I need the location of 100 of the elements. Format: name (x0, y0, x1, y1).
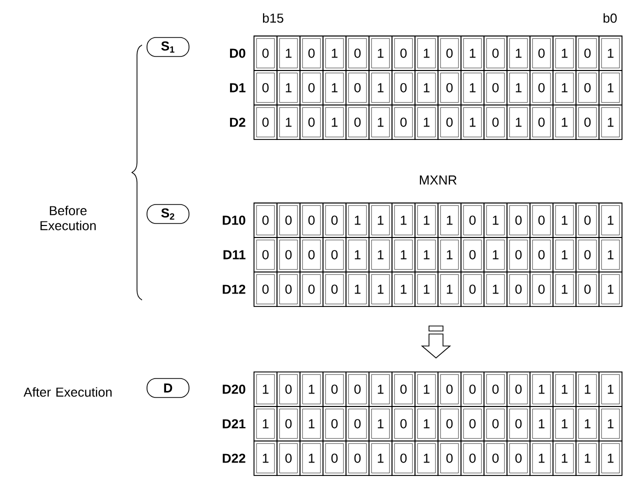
bit-cell: 0 (438, 104, 462, 140)
bit-cell: 1 (368, 237, 392, 272)
register-label: D0 (230, 48, 246, 58)
bit-cell: 0 (530, 237, 554, 272)
register-label: D21 (222, 419, 246, 428)
register-label: D1 (230, 83, 246, 92)
bit-cell: 1 (438, 237, 462, 272)
bit-cell: 1 (346, 237, 370, 272)
bit-cell: 0 (438, 440, 462, 476)
bit-cell: 0 (392, 406, 416, 442)
bit-cell: 0 (576, 202, 600, 238)
bit-cell: 1 (254, 440, 278, 476)
register-label: D10 (222, 216, 246, 225)
bit-cell: 1 (254, 372, 278, 407)
bit-cell: 1 (530, 372, 554, 407)
bit-cell: 1 (552, 406, 576, 442)
bit-cell: 1 (414, 372, 438, 407)
bit-cell: 1 (438, 272, 462, 307)
bit-cell: 1 (598, 372, 622, 407)
bit-cell: 0 (276, 237, 300, 272)
bit-cell: 0 (322, 372, 346, 407)
bit-cell: 0 (484, 406, 508, 442)
bit-cell: 0 (322, 272, 346, 307)
bit-cell: 0 (392, 70, 416, 106)
bit-cell: 1 (552, 440, 576, 476)
bit-cell: 0 (506, 372, 530, 407)
bit-cell: 0 (506, 440, 530, 476)
bit-cell: 0 (346, 406, 370, 442)
bit-cell: 0 (506, 406, 530, 442)
bit-cell: 0 (530, 272, 554, 307)
bit-cell: 1 (414, 70, 438, 106)
bit-cell: 1 (484, 272, 508, 307)
bit-cell: 0 (346, 104, 370, 140)
bit-cell: 1 (392, 202, 416, 238)
bit-cell: 1 (484, 202, 508, 238)
bit-cell: 1 (368, 372, 392, 407)
bit-cell: 1 (552, 372, 576, 407)
bit-cell: 0 (438, 372, 462, 407)
bit-cell: 1 (368, 406, 392, 442)
bit-cell: 1 (598, 36, 622, 71)
bit-cell: 0 (254, 36, 278, 71)
bit-cell: 0 (438, 406, 462, 442)
bit-cell: 0 (460, 372, 484, 407)
bit-cell: 1 (506, 70, 530, 106)
bit-cell: 0 (392, 372, 416, 407)
bit-cell: 0 (438, 36, 462, 71)
bit-cell: 0 (254, 272, 278, 307)
bit-cell: 1 (414, 104, 438, 140)
bit-cell: 0 (530, 70, 554, 106)
bit-cell: 0 (300, 36, 324, 71)
bit-cell: 0 (506, 237, 530, 272)
bit-cell: 1 (598, 202, 622, 238)
bit-cell: 0 (254, 202, 278, 238)
bit-cell: 0 (276, 372, 300, 407)
bit-cell: 0 (484, 70, 508, 106)
bit-cell: 1 (276, 36, 300, 71)
bit-cell: 0 (460, 237, 484, 272)
bit-cell: 1 (368, 202, 392, 238)
bit-cell: 1 (576, 440, 600, 476)
bit-cell: 1 (346, 202, 370, 238)
bit-cell: 1 (368, 440, 392, 476)
bit-cell: 1 (276, 70, 300, 106)
bit-cell: 0 (346, 36, 370, 71)
bit-cell: 1 (414, 237, 438, 272)
state-label: After Execution (24, 387, 112, 397)
bit-cell: 0 (460, 440, 484, 476)
bit-cell: 0 (484, 372, 508, 407)
bit-cell: 0 (300, 202, 324, 238)
bit-cell: 1 (552, 237, 576, 272)
register-label: D22 (222, 454, 246, 463)
bit-cell: 0 (322, 237, 346, 272)
bit-cell: 1 (460, 104, 484, 140)
bit-cell: 0 (460, 406, 484, 442)
bit-cell: 1 (506, 104, 530, 140)
bit-cell: 1 (276, 104, 300, 140)
bit-cell: 1 (438, 202, 462, 238)
bit-cell: 1 (300, 406, 324, 442)
bit-cell: 0 (276, 440, 300, 476)
bit-cell: 0 (254, 104, 278, 140)
bit-cell: 0 (484, 440, 508, 476)
bit-cell: 1 (322, 104, 346, 140)
bit-cell: 1 (300, 440, 324, 476)
bit-cell: 0 (576, 36, 600, 71)
register-label: D12 (222, 284, 246, 294)
bit-cell: 0 (484, 36, 508, 71)
bit-cell: 0 (300, 104, 324, 140)
bit-cell: 0 (276, 272, 300, 307)
bit-cell: 0 (254, 70, 278, 106)
bit-cell: 1 (368, 272, 392, 307)
bit-cell: 1 (576, 372, 600, 407)
bit-cell: 0 (392, 104, 416, 140)
bit-cell: 0 (346, 70, 370, 106)
bit-label: b15 (263, 13, 284, 23)
bit-cell: 1 (322, 70, 346, 106)
bit-cell: 0 (300, 70, 324, 106)
bit-cell: 1 (598, 406, 622, 442)
bit-cell: 1 (368, 36, 392, 71)
bit-cell: 0 (576, 237, 600, 272)
bit-label: b0 (604, 13, 617, 23)
bit-cell: 0 (276, 406, 300, 442)
